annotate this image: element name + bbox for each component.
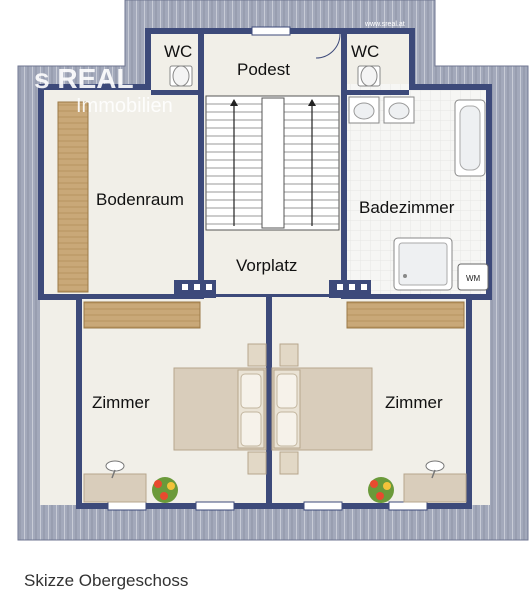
wall-vents: [182, 284, 367, 290]
desk: [403, 473, 467, 503]
interior-walls: [82, 34, 466, 508]
floor-plan: WM WC: [17, 0, 529, 541]
plant-icon: [152, 477, 178, 503]
toilet-icon: [169, 65, 193, 87]
desk-lamp-icon: [425, 460, 445, 479]
bathtub-icon: [454, 99, 486, 177]
wardrobe: [346, 301, 465, 329]
plan-caption: Skizze Obergeschoss: [24, 571, 189, 590]
podest-door: [315, 33, 341, 59]
staircase: [205, 95, 340, 231]
desk: [83, 473, 147, 503]
shower-icon: [393, 237, 453, 291]
watermark-subtitle: Immobilien: [76, 95, 173, 117]
bed-left: [173, 343, 267, 475]
room-label-zimmer-right: Zimmer: [385, 393, 443, 412]
windows: [107, 26, 428, 511]
room-label-vorplatz: Vorplatz: [236, 256, 297, 275]
sink-icon: [348, 96, 380, 124]
desk-lamp-icon: [105, 460, 125, 479]
room-label-wc-right: WC: [351, 42, 379, 61]
watermark-url: www.sreal.at: [364, 21, 405, 28]
room-label-wc-left: WC: [164, 42, 192, 61]
bed-right: [271, 343, 373, 475]
room-label-bodenraum: Bodenraum: [96, 190, 184, 209]
room-label-zimmer-left: Zimmer: [92, 393, 150, 412]
watermark-logo: s REAL: [34, 63, 134, 94]
sink-icon: [383, 96, 415, 124]
room-label-badezimmer: Badezimmer: [359, 198, 455, 217]
room-label-podest: Podest: [237, 60, 290, 79]
storage-cabinet: [57, 101, 89, 293]
plant-icon: [368, 477, 394, 503]
washing-machine-label: WM: [466, 274, 481, 283]
wardrobe: [83, 301, 201, 329]
washing-machine-icon: WM: [457, 263, 489, 291]
toilet-icon: [357, 65, 381, 87]
